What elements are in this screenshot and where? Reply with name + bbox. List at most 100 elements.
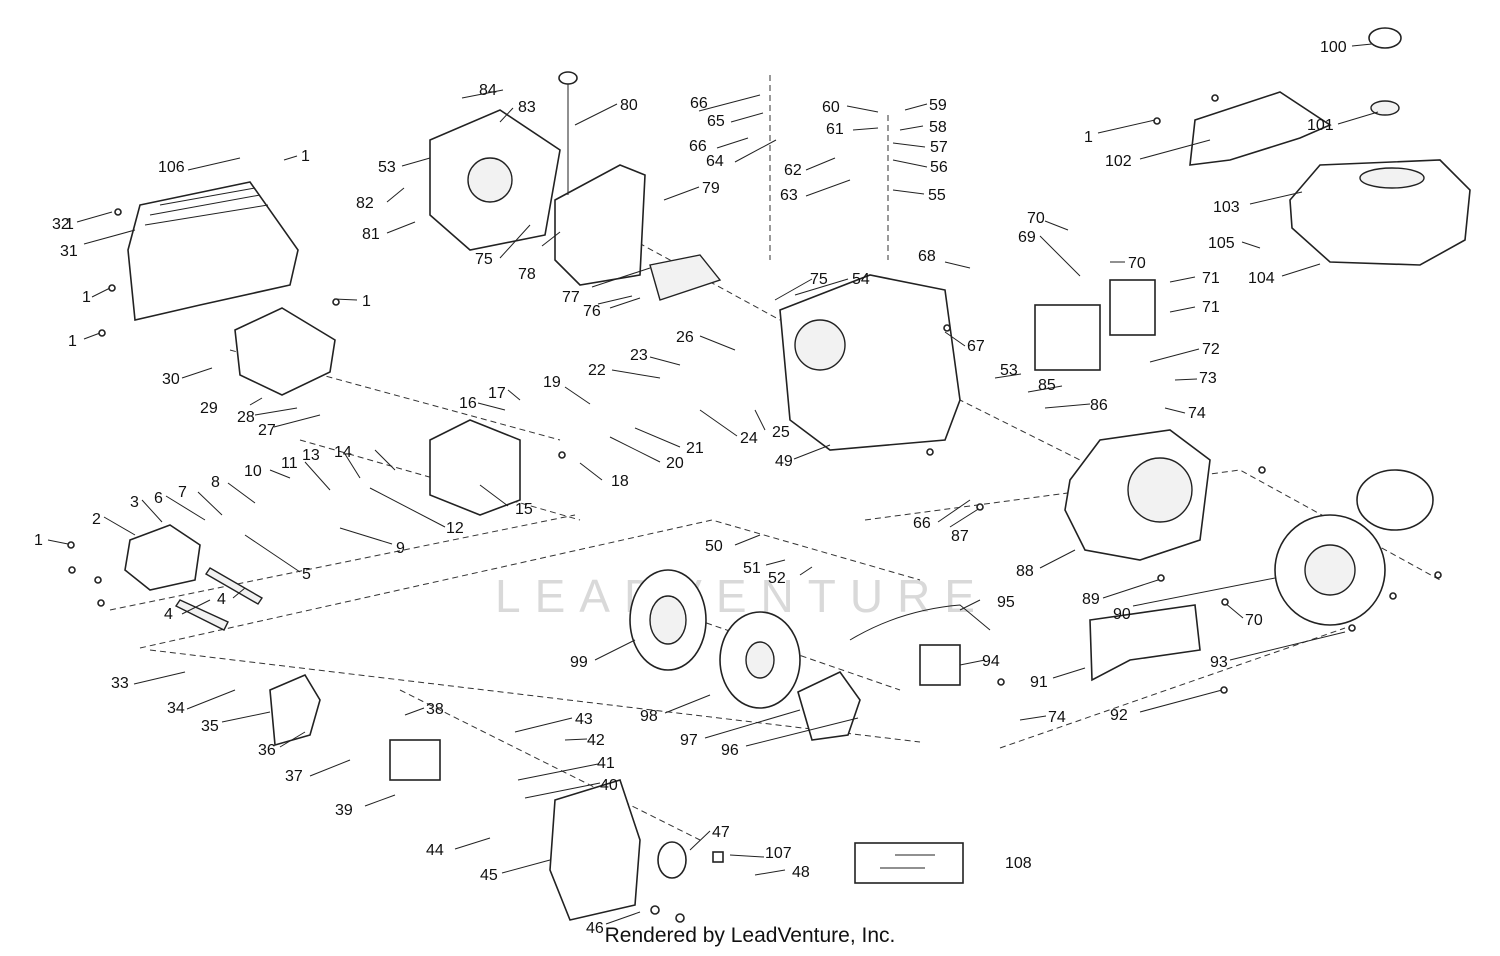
callout-23: 23	[630, 347, 648, 364]
crankshaft-part	[649, 254, 722, 301]
ignition-coil-part	[919, 644, 961, 686]
callout-100: 100	[1320, 39, 1347, 56]
callout-56: 56	[930, 159, 948, 176]
callout-22: 22	[588, 362, 606, 379]
callout-86: 86	[1090, 397, 1108, 414]
callout-108: 108	[1005, 855, 1032, 872]
callout-102: 102	[1105, 153, 1132, 170]
callout-70: 70	[1128, 255, 1146, 272]
callout-1: 1	[34, 532, 43, 549]
callout-30: 30	[162, 371, 180, 388]
callout-84: 84	[479, 82, 497, 99]
callout-31: 31	[60, 243, 78, 260]
callout-33: 33	[111, 675, 129, 692]
callout-66: 66	[689, 138, 707, 155]
fasteners	[67, 94, 1442, 923]
callout-62: 62	[784, 162, 802, 179]
callout-87: 87	[951, 528, 969, 545]
valve-cover-part	[124, 524, 201, 591]
callout-25: 25	[772, 424, 790, 441]
callout-38: 38	[426, 701, 444, 718]
callout-58: 58	[929, 119, 947, 136]
callout-4: 4	[217, 591, 226, 608]
fuel-cap-part	[1368, 27, 1402, 49]
callout-107: 107	[765, 845, 792, 862]
callout-43: 43	[575, 711, 593, 728]
callout-59: 59	[929, 97, 947, 114]
callout-13: 13	[302, 447, 320, 464]
callout-76: 76	[583, 303, 601, 320]
callout-104: 104	[1248, 270, 1275, 287]
callout-79: 79	[702, 180, 720, 197]
carburetor-part	[389, 739, 441, 781]
callout-80: 80	[620, 97, 638, 114]
gasket-part	[554, 164, 646, 286]
callout-70: 70	[1245, 612, 1263, 629]
callout-77: 77	[562, 289, 580, 306]
tank-bracket-part	[1189, 91, 1332, 166]
callout-71: 71	[1202, 299, 1220, 316]
shroud-plate-part	[1089, 604, 1201, 682]
leader-lines	[47, 43, 1379, 925]
callout-46: 46	[586, 920, 604, 937]
callout-9: 9	[396, 540, 405, 557]
callout-64: 64	[706, 153, 724, 170]
callout-20: 20	[666, 455, 684, 472]
callout-57: 57	[930, 139, 948, 156]
callout-45: 45	[480, 867, 498, 884]
callout-72: 72	[1202, 341, 1220, 358]
callout-66: 66	[913, 515, 931, 532]
starter-cup-part	[797, 670, 861, 741]
callout-69: 69	[1018, 229, 1036, 246]
intake-flange-part	[269, 673, 321, 747]
callout-40: 40	[600, 777, 618, 794]
air-filter-part	[549, 779, 641, 921]
callout-90: 90	[1113, 606, 1131, 623]
engine-block-part	[779, 274, 961, 451]
callout-1: 1	[65, 216, 74, 233]
callout-82: 82	[356, 195, 374, 212]
callout-97: 97	[680, 732, 698, 749]
watermark: LEADVENTURE	[495, 570, 989, 622]
callout-10: 10	[244, 463, 262, 480]
callout-71: 71	[1202, 270, 1220, 287]
callout-27: 27	[258, 422, 276, 439]
callout-98: 98	[640, 708, 658, 725]
callout-75: 75	[810, 271, 828, 288]
callout-63: 63	[780, 187, 798, 204]
callout-1: 1	[68, 333, 77, 350]
callout-94: 94	[982, 653, 1000, 670]
callout-36: 36	[258, 742, 276, 759]
callout-41: 41	[597, 755, 615, 772]
callout-55: 55	[928, 187, 946, 204]
heat-shield-part	[127, 181, 299, 321]
callout-53: 53	[378, 159, 396, 176]
callout-75: 75	[475, 251, 493, 268]
attribution-footer: Rendered by LeadVenture, Inc.	[604, 924, 896, 947]
callout-7: 7	[178, 484, 187, 501]
callout-26: 26	[676, 329, 694, 346]
callout-1: 1	[362, 293, 371, 310]
callout-106: 106	[158, 159, 185, 176]
callout-12: 12	[446, 520, 464, 537]
callout-103: 103	[1213, 199, 1240, 216]
callout-48: 48	[792, 864, 810, 881]
callout-67: 67	[967, 338, 985, 355]
callout-42: 42	[587, 732, 605, 749]
callout-101: 101	[1307, 117, 1334, 134]
callout-51: 51	[743, 560, 761, 577]
callout-4: 4	[164, 606, 173, 623]
callout-65: 65	[707, 113, 725, 130]
callout-3: 3	[130, 494, 139, 511]
callout-52: 52	[768, 570, 786, 587]
callout-16: 16	[459, 395, 477, 412]
callout-68: 68	[918, 248, 936, 265]
callout-11: 11	[281, 455, 298, 472]
callout-8: 8	[211, 474, 220, 491]
callout-2: 2	[92, 511, 101, 528]
cylinder-head-part	[429, 419, 521, 516]
callout-14: 14	[334, 444, 352, 461]
callout-34: 34	[167, 700, 185, 717]
fuel-tank-part	[1289, 159, 1471, 266]
callout-99: 99	[570, 654, 588, 671]
